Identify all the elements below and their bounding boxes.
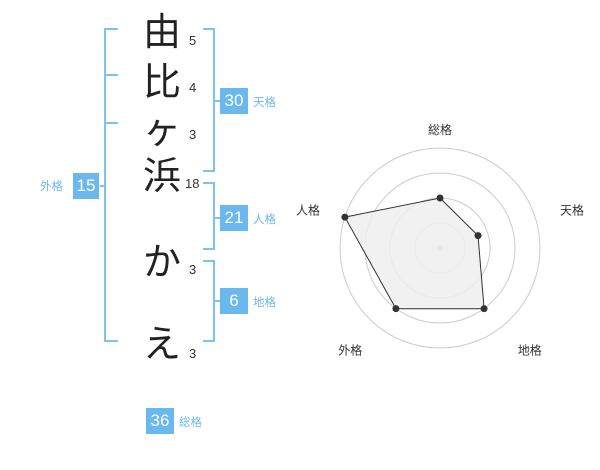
stroke-count-3: 3	[189, 127, 197, 142]
name-char-1: 由	[142, 10, 181, 54]
radar-axis-label-5: 人格	[296, 202, 320, 217]
gaikaku-label: 外格	[40, 181, 63, 193]
soukaku-label: 総格	[179, 417, 202, 429]
radar-axis-label-2: 天格	[560, 202, 584, 217]
name-char-5: か	[142, 240, 181, 284]
chikaku-value: 6	[220, 288, 248, 314]
radar-point-5	[341, 213, 349, 221]
radar-point-2	[474, 232, 482, 240]
gaikaku-value: 15	[73, 173, 99, 199]
radar-axis-label-3: 地格	[518, 343, 542, 358]
name-char-2: 比	[142, 60, 181, 104]
jinkaku-label: 人格	[253, 214, 276, 226]
tenkaku-value: 30	[220, 88, 248, 114]
chikaku-label: 地格	[253, 297, 276, 309]
stroke-count-1: 5	[189, 33, 197, 48]
name-char-6: え	[142, 322, 181, 366]
radar-axis-label-4: 外格	[338, 343, 362, 358]
stroke-count-6: 3	[189, 346, 197, 361]
stroke-count-4: 18	[185, 176, 200, 191]
radar-point-4	[392, 305, 400, 313]
stroke-count-2: 4	[189, 80, 197, 95]
name-char-4: 浜	[142, 154, 181, 198]
tenkaku-label: 天格	[253, 97, 276, 109]
name-char-3: ヶ	[142, 108, 181, 152]
radar-point-1	[436, 194, 444, 202]
jinkaku-value: 21	[220, 205, 248, 231]
radar-polygon	[344, 197, 485, 310]
soukaku-value: 36	[146, 408, 174, 434]
stroke-count-5: 3	[189, 262, 197, 277]
radar-point-3	[480, 305, 488, 313]
radar-grid-ring-4	[339, 147, 541, 349]
radar-axis-label-1: 総格	[428, 122, 452, 137]
